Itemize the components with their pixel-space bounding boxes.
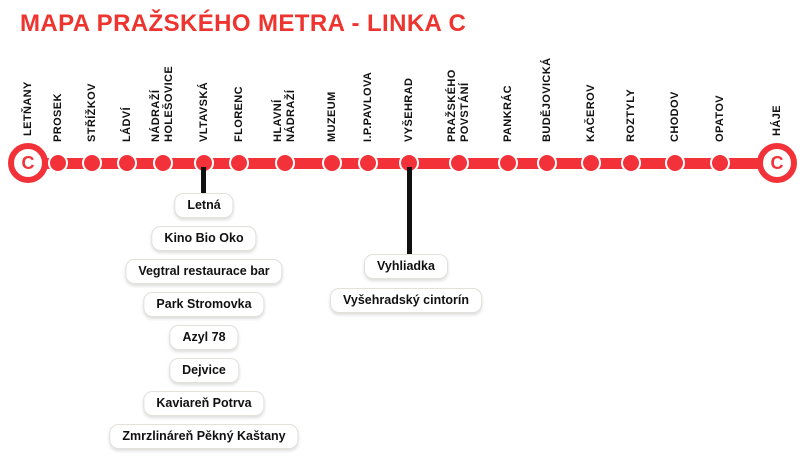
callout-box: Vegtral restaurace bar — [125, 259, 283, 284]
station-dot — [48, 153, 68, 173]
station-label: PANKRÁC — [501, 85, 514, 142]
station-dot — [82, 153, 102, 173]
station-label: LÁDVÍ — [120, 107, 133, 142]
callout-box: Park Stromovka — [143, 292, 265, 317]
callout-box: Kaviareň Potrva — [143, 391, 265, 416]
callout-group-vysehrad: Vyhliadka Vyšehradský cintorín — [330, 254, 482, 313]
station-label: MUZEUM — [325, 91, 338, 142]
station-dot — [153, 153, 173, 173]
station-label: PRAŽSKÉHO POVSTÁNÍ — [446, 69, 471, 142]
line-c-letter: C — [770, 153, 784, 173]
callout-box: Azyl 78 — [169, 325, 239, 350]
station-dot — [581, 153, 601, 173]
callout-box: Zmrzlináreň Pěkný Kaštany — [109, 424, 299, 449]
station-dot — [665, 153, 685, 173]
station-label: VYŠEHRAD — [402, 77, 415, 142]
station-dot — [322, 153, 342, 173]
station-dot — [710, 153, 730, 173]
station-label: HLAVNÍ NÁDRAŽÍ — [272, 89, 297, 142]
station-dot — [449, 153, 469, 173]
line-c-letter: C — [21, 153, 35, 173]
callout-box: Vyšehradský cintorín — [330, 288, 482, 313]
callout-box: Letná — [174, 193, 234, 218]
callout-connector-vysehrad — [407, 167, 412, 256]
station-label: HÁJE — [770, 105, 783, 136]
station-label: NÁDRAŽÍ HOLEŠOVICE — [150, 65, 175, 142]
callout-box: Dejvice — [169, 358, 239, 383]
station-label: KAČEROV — [584, 84, 597, 142]
station-label: STŘÍŽKOV — [85, 83, 98, 142]
callout-connector-vltavska — [201, 167, 206, 196]
station-label: ROZTYLY — [624, 88, 637, 142]
station-label: PROSEK — [51, 93, 64, 142]
terminal-badge-haje: C — [757, 143, 797, 183]
page-title: MAPA PRAŽSKÉHO METRA - LINKA C — [20, 10, 467, 37]
terminal-badge-letnany: C — [8, 143, 48, 183]
station-label: LETŇANY — [21, 81, 34, 136]
station-dot — [498, 153, 518, 173]
station-dot — [229, 153, 249, 173]
station-dot — [358, 153, 378, 173]
station-label: VLTAVSKÁ — [197, 81, 210, 142]
station-label: BUDĚJOVICKÁ — [540, 57, 553, 142]
station-dot — [621, 153, 641, 173]
station-label: FLORENC — [232, 86, 245, 142]
callout-group-vltavska: Letná Kino Bio Oko Vegtral restaurace ba… — [109, 193, 299, 449]
callout-box: Kino Bio Oko — [151, 226, 257, 251]
station-label: I.P.PAVLOVA — [361, 71, 374, 142]
callout-box: Vyhliadka — [364, 254, 448, 279]
station-dot — [117, 153, 137, 173]
station-dot — [537, 153, 557, 173]
station-label: OPATOV — [713, 94, 726, 142]
station-label: CHODOV — [668, 91, 681, 142]
station-dot — [275, 153, 295, 173]
